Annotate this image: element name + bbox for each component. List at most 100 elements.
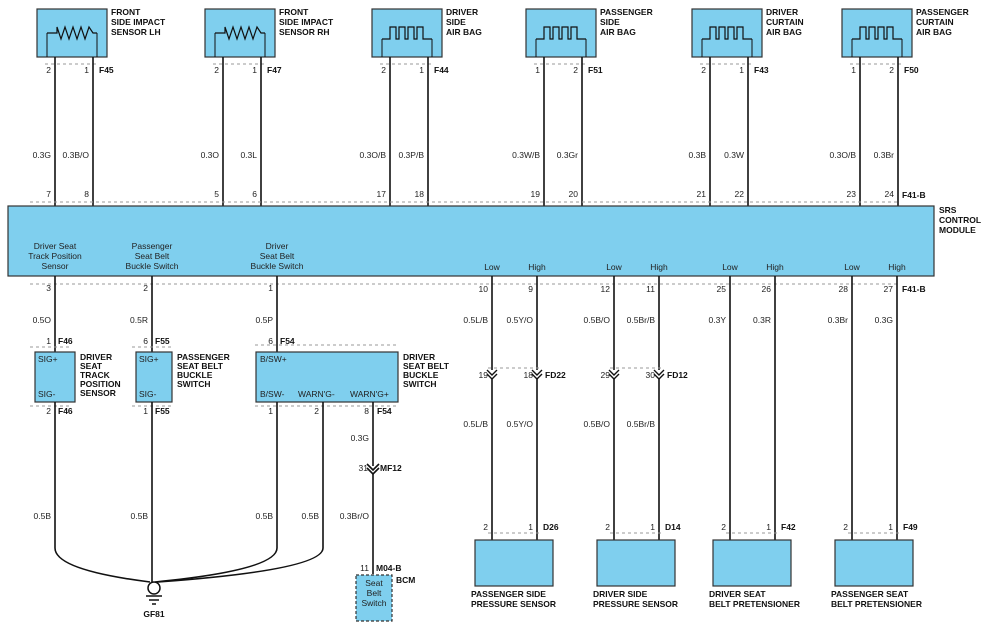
component-pin-2: 2 — [573, 65, 578, 75]
device-name-2: BELT PRETENSIONER — [831, 599, 922, 609]
component-pin-1: 2 — [46, 65, 51, 75]
device-connector: D26 — [543, 522, 559, 532]
bcm-seatbelt-switch-box — [355, 574, 393, 622]
bcm-box-line-1: Seat — [365, 578, 383, 588]
module-bottom-connector: F41-B — [902, 284, 926, 294]
module-label-psb-3: Buckle Switch — [126, 261, 179, 271]
pin-dts-module: 3 — [46, 283, 51, 293]
module-pin-2: 11 — [646, 284, 655, 294]
srs-control-module — [7, 205, 935, 277]
device-connector: D14 — [665, 522, 681, 532]
top-component-name-2: SIDE IMPACT — [111, 17, 166, 27]
device-name-2: PRESSURE SENSOR — [471, 599, 556, 609]
component-pin-2: 1 — [84, 65, 89, 75]
device-box — [712, 539, 792, 587]
module-name-line1: SRS — [939, 205, 957, 215]
dsb-name-4: SWITCH — [403, 379, 437, 389]
dsb-switch-box — [255, 351, 399, 403]
component-connector: F45 — [99, 65, 114, 75]
device-name-1: DRIVER SEAT — [709, 589, 766, 599]
dts-name-1: DRIVER — [80, 352, 112, 362]
psb-bottom-pin: 1 — [143, 406, 148, 416]
module-name-line3: MODULE — [939, 225, 976, 235]
ground-wire-label-3: 0.5B — [256, 511, 274, 521]
dts-name-3: TRACK — [80, 370, 111, 380]
module-pin-2: 6 — [252, 189, 257, 199]
wire-label-1: 0.3G — [33, 150, 51, 160]
wire-label-2: 0.3L — [240, 150, 257, 160]
component-connector: F50 — [904, 65, 919, 75]
dsb-bottom-pin-2: 2 — [314, 406, 319, 416]
lower-right-component-1: Low100.5L/B190.5L/B2LOHigh90.5Y/O180.5Y/… — [463, 262, 566, 609]
dts-sig-minus: SIG- — [38, 389, 56, 399]
device-pin-1: 2 — [483, 522, 488, 532]
module-pin-1: 17 — [377, 189, 387, 199]
device-pin-1: 2 — [843, 522, 848, 532]
module-pin-2: 20 — [569, 189, 579, 199]
top-component-box — [371, 8, 443, 58]
module-pin-1: 5 — [214, 189, 219, 199]
top-component-box — [841, 8, 913, 58]
device-box — [834, 539, 914, 587]
resistor-icon — [215, 25, 265, 41]
psb-top-pin: 6 — [143, 336, 148, 346]
dts-sensor-box — [34, 351, 76, 403]
dsb-bottom-pin-1: 1 — [268, 406, 273, 416]
top-component-name-2: CURTAIN — [916, 17, 954, 27]
top-component-name-2: CURTAIN — [766, 17, 804, 27]
top-component-name-2: SIDE IMPACT — [279, 17, 334, 27]
module-label-dsb-2: Seat Belt — [260, 251, 295, 261]
component-connector: F47 — [267, 65, 282, 75]
component-pin-1: 2 — [701, 65, 706, 75]
module-pin-1: 7 — [46, 189, 51, 199]
component-pin-2: 1 — [252, 65, 257, 75]
wire-label-1: 0.3B — [689, 150, 707, 160]
dts-sig-plus: SIG+ — [38, 354, 58, 364]
device-name-1: DRIVER SIDE — [593, 589, 648, 599]
top-component-name-3: SENSOR LH — [111, 27, 161, 37]
component-connector: F43 — [754, 65, 769, 75]
module-pin-2: 8 — [84, 189, 89, 199]
module-pin-1: 19 — [531, 189, 541, 199]
module-label-dts-3: Sensor — [42, 261, 69, 271]
dsb-top-conn: F54 — [280, 336, 295, 346]
top-component-name-3: AIR BAG — [766, 27, 802, 37]
dsb-warn-plus: WARN'G+ — [350, 389, 389, 399]
ground-wire-label-1: 0.5B — [34, 511, 52, 521]
top-component-name-1: PASSENGER — [916, 7, 969, 17]
module-top-connector: F41-B — [902, 190, 926, 200]
top-component-name-3: SENSOR RH — [279, 27, 330, 37]
pin-psb-module: 2 — [143, 283, 148, 293]
device-pin-1: 2 — [721, 522, 726, 532]
bcm-box-line-2: Belt — [367, 588, 382, 598]
component-pin-2: 1 — [739, 65, 744, 75]
mf12-conn: MF12 — [380, 463, 402, 473]
module-label-psb-2: Seat Belt — [135, 251, 170, 261]
inline-connector-icon — [531, 369, 543, 380]
warn-wire-label-2: 0.3Br/O — [340, 511, 370, 521]
module-label-dsb-1: Driver — [266, 241, 289, 251]
wire-label-top-1: 0.3Y — [709, 315, 727, 325]
wire-label-1: 0.3W/B — [512, 150, 540, 160]
ground-wire-label-4: 0.5B — [302, 511, 320, 521]
wire-label-top-1: 0.5L/B — [463, 315, 488, 325]
dts-top-pin: 1 — [46, 336, 51, 346]
wire-label-bottom-2: 0.5Y/O — [507, 419, 534, 429]
inline-pin-2: 18 — [524, 370, 534, 380]
top-component-box — [525, 8, 597, 58]
bcm-label: BCM — [396, 575, 415, 585]
top-component-name-2: SIDE — [446, 17, 466, 27]
dsb-bsw-plus: B/SW+ — [260, 354, 287, 364]
inline-connector: FD22 — [545, 370, 566, 380]
squib-icon — [536, 26, 586, 40]
dsb-name-1: DRIVER — [403, 352, 435, 362]
dts-bottom-pin: 2 — [46, 406, 51, 416]
module-level-2: High — [528, 262, 546, 272]
ground-wire-label-2: 0.5B — [131, 511, 149, 521]
wire-label-2: 0.3Br — [874, 150, 894, 160]
wire-label-1: 0.3O/B — [830, 150, 857, 160]
module-pin-2: 24 — [885, 189, 895, 199]
component-pin-2: 2 — [889, 65, 894, 75]
